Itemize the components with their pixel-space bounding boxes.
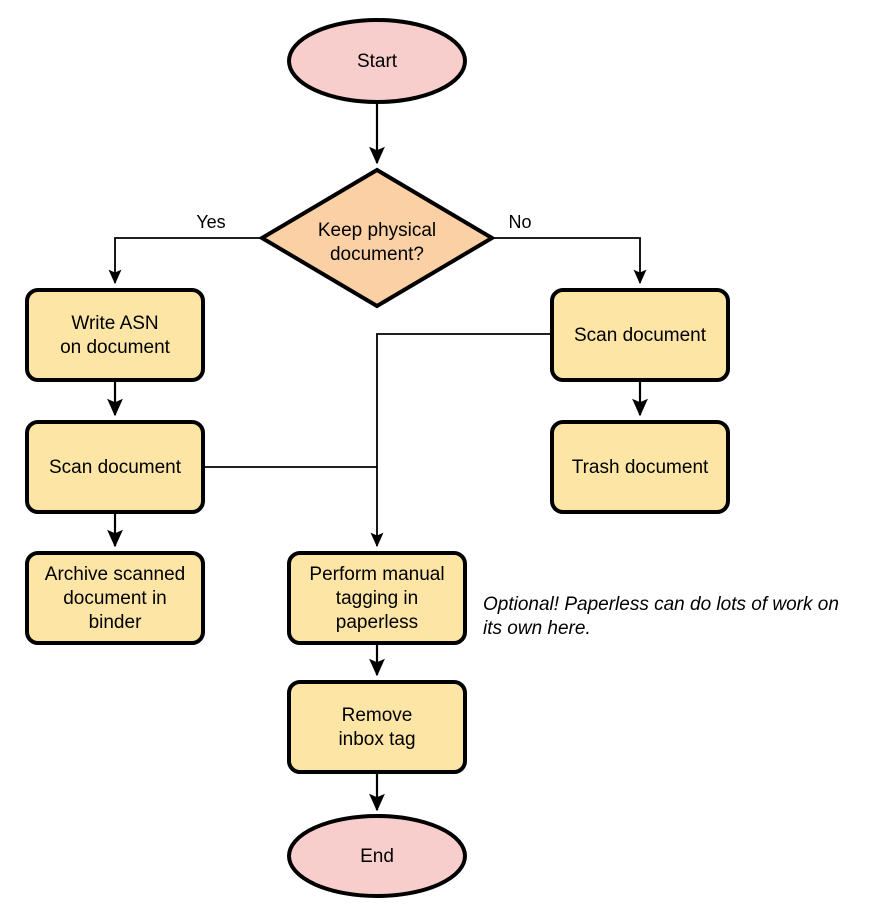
scan-right-box[interactable] xyxy=(550,288,730,382)
end-ellipse[interactable] xyxy=(287,814,467,898)
node-end[interactable]: End xyxy=(287,814,467,898)
scan-left-box[interactable] xyxy=(25,420,205,514)
end-label: End xyxy=(360,846,394,867)
manual-tagging-label-line-3: paperless xyxy=(336,612,418,633)
archive-binder-label-line-2: document in xyxy=(63,588,167,609)
node-scan-right[interactable]: Scan document xyxy=(550,288,730,382)
annotation-optional-note: Optional! Paperless can do lots of work … xyxy=(483,594,839,639)
decision-label-line-1: Keep physical xyxy=(318,220,436,241)
start-ellipse[interactable] xyxy=(287,18,467,104)
archive-binder-box[interactable] xyxy=(25,551,205,645)
manual-tagging-box[interactable] xyxy=(287,551,467,645)
remove-inbox-tag-label-line-1: Remove xyxy=(342,705,413,726)
node-archive-binder[interactable]: Archive scanned document in binder xyxy=(25,551,205,645)
annotation-line-1: Optional! Paperless can do lots of work … xyxy=(483,594,839,615)
connector-group xyxy=(107,102,648,812)
annotation-line-2: its own here. xyxy=(483,618,591,639)
edge-decision-yes xyxy=(108,237,262,285)
scan-left-label: Scan document xyxy=(49,457,182,478)
node-decision[interactable]: Keep physical document? xyxy=(258,167,496,309)
node-manual-tagging[interactable]: Perform manual tagging in paperless xyxy=(287,551,467,645)
decision-diamond[interactable] xyxy=(258,167,496,309)
manual-tagging-label-line-1: Perform manual xyxy=(309,564,444,585)
scan-right-label: Scan document xyxy=(574,325,707,346)
trash-label: Trash document xyxy=(572,457,709,478)
decision-label-line-2: document? xyxy=(330,244,424,265)
edge-decision-no xyxy=(492,237,647,285)
archive-binder-label-line-3: binder xyxy=(89,612,142,633)
node-start[interactable]: Start xyxy=(287,18,467,104)
trash-box[interactable] xyxy=(550,420,730,514)
archive-binder-label-line-1: Archive scanned xyxy=(45,564,185,585)
write-asn-label-line-2: on document xyxy=(60,337,171,358)
node-remove-inbox-tag[interactable]: Remove inbox tag xyxy=(287,680,467,774)
edge-scan-right-to-manual-tagging xyxy=(370,333,552,548)
manual-tagging-label-line-2: tagging in xyxy=(336,588,418,609)
remove-inbox-tag-label-line-2: inbox tag xyxy=(338,729,415,750)
write-asn-box[interactable] xyxy=(25,288,205,382)
write-asn-label-line-1: Write ASN xyxy=(71,313,158,334)
node-trash[interactable]: Trash document xyxy=(550,420,730,514)
edge-label-yes: Yes xyxy=(196,212,225,232)
node-write-asn[interactable]: Write ASN on document xyxy=(25,288,205,382)
start-label: Start xyxy=(357,51,398,72)
remove-inbox-tag-box[interactable] xyxy=(287,680,467,774)
node-scan-left[interactable]: Scan document xyxy=(25,420,205,514)
edge-label-no: No xyxy=(508,212,531,232)
